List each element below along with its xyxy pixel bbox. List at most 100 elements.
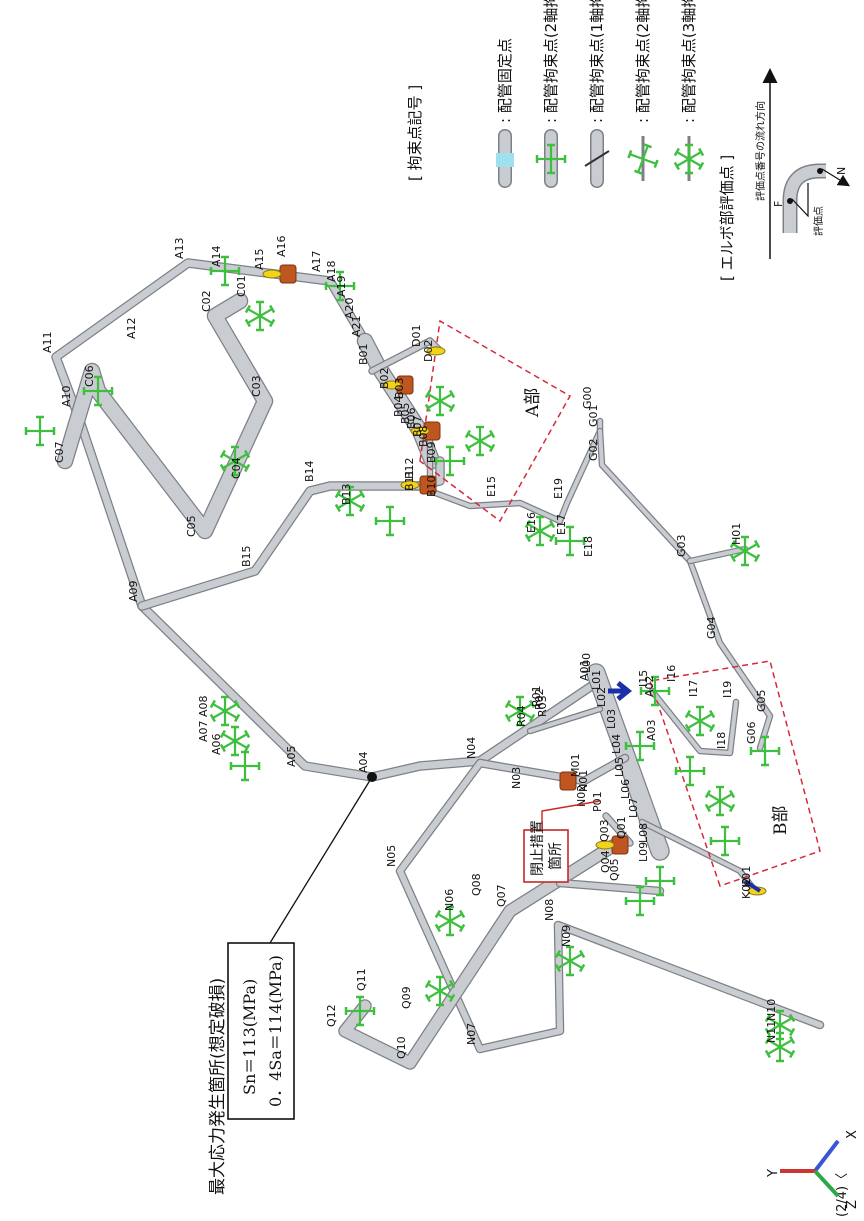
support-symbol-17 (639, 675, 671, 707)
x-axis-line (813, 1139, 840, 1173)
node-label-e17: E17 (555, 514, 568, 535)
support-symbol-6 (244, 300, 276, 332)
closure-leader-line (541, 800, 601, 830)
node-label-b12: B12 (403, 457, 416, 479)
support-symbol-8 (24, 415, 56, 447)
flange-2 (400, 480, 420, 490)
pipe-run-2 (358, 334, 439, 468)
node-label-d01: D01 (410, 325, 423, 347)
node-label-c01: C01 (235, 275, 248, 297)
legend-3axis-label: : 配管拘束点(3軸拘束) (680, 0, 698, 123)
legend-item-2axis-b: : 配管拘束点(2軸拘束) (627, 0, 659, 181)
node-label-h01: H01 (730, 523, 743, 545)
legend-1axis-label: : 配管拘束点(1軸拘束) (588, 0, 606, 123)
elbow-point-n (817, 168, 823, 174)
support-symbol-22 (704, 785, 736, 817)
legend-item-2axis-a: : 配管拘束点(2軸拘束) (535, 0, 567, 188)
node-label-n01: N01 (577, 770, 590, 792)
node-label-q09: Q09 (400, 986, 413, 1009)
support-symbol-7 (219, 445, 251, 477)
legend-title: [ 拘束点記号 ] (406, 85, 424, 181)
node-label-n07: N07 (465, 1023, 478, 1045)
l00-direction-arrow (608, 681, 633, 701)
node-label-b01: B01 (357, 343, 370, 365)
node-label-b02: B02 (378, 367, 391, 389)
legend-item-fixed: : 配管固定点 (496, 38, 514, 188)
node-label-a17: A17 (310, 250, 323, 272)
closure-label-line1: 閉止措置 (530, 820, 546, 876)
node-label-l03: L03 (605, 709, 618, 729)
elbow-f-label: F (772, 201, 785, 207)
node-label-l06: L06 (619, 779, 632, 799)
node-label-l09: L09 (637, 842, 650, 862)
pipe-run-1 (52, 259, 376, 781)
support-symbol-2 (219, 725, 251, 757)
k01-direction-arrow (743, 879, 762, 893)
fixed-point-icon (496, 153, 514, 167)
max-stress-annotation: 最大応力発生箇所(想定破損) Sn＝113(MPa) 0．4Sa＝114(MPa… (208, 772, 377, 1195)
node-label-b13: B13 (340, 483, 353, 505)
z-axis-line (813, 1169, 840, 1198)
eval-point-arrow (821, 168, 851, 187)
node-label-a03: A03 (645, 719, 658, 741)
node-label-b06: B06 (405, 407, 418, 429)
x-axis-label: X (845, 1130, 860, 1139)
node-label-n10: N10 (765, 999, 778, 1021)
node-label-e19: E19 (552, 478, 565, 499)
pipe-run-6-edge (56, 292, 274, 540)
eval-point-pointer (791, 183, 809, 218)
support-symbol-19 (749, 735, 781, 767)
z-axis-label: Z (845, 1200, 860, 1209)
support-symbol-16 (554, 525, 586, 557)
node-label-a20: A20 (343, 297, 356, 319)
node-label-k02: K02 (740, 878, 753, 899)
support-symbol-33 (674, 755, 706, 787)
support-symbol-20 (684, 705, 716, 737)
node-label-r04: R04 (515, 705, 528, 727)
node-label-a12: A12 (125, 317, 138, 339)
valve-2 (419, 475, 437, 495)
node-label-b09: B09 (425, 441, 438, 463)
region-a-outline (419, 319, 572, 523)
support-symbol-1 (209, 695, 241, 727)
support-symbol-24 (434, 905, 466, 937)
pipe-run-11 (587, 664, 669, 860)
pipe-run-12 (397, 755, 823, 1052)
max-stress-title: 最大応力発生箇所(想定破損) (208, 978, 228, 1195)
node-label-q12: Q12 (325, 1004, 338, 1027)
node-label-b05: B05 (399, 402, 412, 424)
node-label-c02: C02 (200, 290, 213, 312)
node-label-n06: N06 (443, 889, 456, 911)
stress-sn-value: Sn＝113(MPa) (240, 979, 259, 1095)
stress-value-box (227, 942, 295, 1120)
node-label-i15: I15 (637, 670, 650, 687)
node-label-a07: A07 (197, 720, 210, 742)
node-label-e16: E16 (525, 512, 538, 533)
node-label-l05: L05 (613, 757, 626, 777)
node-label-g06: G06 (745, 721, 758, 744)
pipe-run-4 (138, 482, 422, 610)
node-label-a14: A14 (210, 245, 223, 267)
legend-2axis-b-label: : 配管拘束点(2軸拘束) (634, 0, 652, 123)
node-label-m01: M01 (569, 754, 582, 778)
flange-5 (410, 426, 430, 436)
support-symbol-11 (374, 505, 406, 537)
node-label-c07: C07 (53, 441, 66, 463)
eval-point-label: 評価点 (812, 206, 825, 236)
support-symbol-26 (424, 975, 456, 1007)
node-label-l00: L00 (580, 653, 593, 673)
node-label-r03: R03 (536, 695, 549, 717)
node-label-a13: A13 (173, 237, 186, 259)
node-label-a19: A19 (335, 275, 348, 297)
region-a-label: A部 (523, 388, 543, 418)
node-label-l07: L07 (627, 798, 640, 818)
node-label-i17: I17 (687, 680, 700, 697)
node-label-n04: N04 (465, 737, 478, 759)
pipe-network (51, 258, 825, 1070)
node-label-q11: Q11 (355, 968, 368, 991)
elbow-point-f (787, 198, 793, 204)
node-label-q04: Q04 (599, 850, 612, 873)
